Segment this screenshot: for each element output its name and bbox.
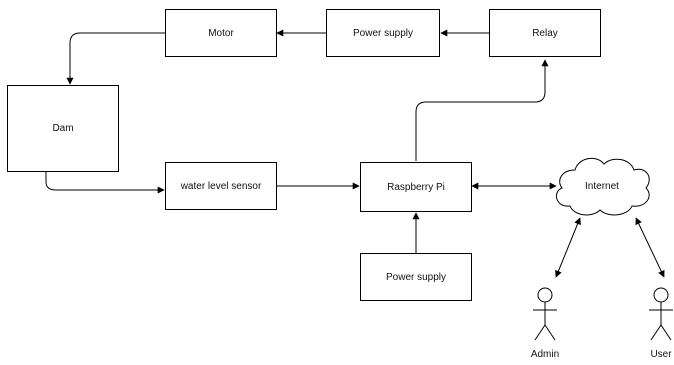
edge-dam-to-sensor <box>45 172 165 194</box>
user-actor-icon <box>649 287 673 341</box>
edge-internet-admin <box>555 217 581 278</box>
internet-cloud-icon <box>555 157 650 216</box>
user-label: User <box>650 349 672 360</box>
node-power-supply-bottom: Power supply <box>360 253 472 301</box>
node-water-level-sensor: water level sensor <box>165 162 277 210</box>
node-raspberry-pi: Raspberry Pi <box>360 162 472 212</box>
edge-internet-user <box>635 217 665 278</box>
admin-label: Admin <box>530 349 560 360</box>
edge-raspberry-pi-to-relay <box>415 59 549 161</box>
internet-label: Internet <box>585 181 619 192</box>
node-power-supply-top: Power supply <box>326 9 440 57</box>
node-dam: Dam <box>7 85 119 172</box>
admin-actor-icon <box>533 287 557 341</box>
node-relay: Relay <box>489 9 601 57</box>
node-motor: Motor <box>165 9 277 57</box>
edge-motor-to-dam <box>66 32 165 85</box>
